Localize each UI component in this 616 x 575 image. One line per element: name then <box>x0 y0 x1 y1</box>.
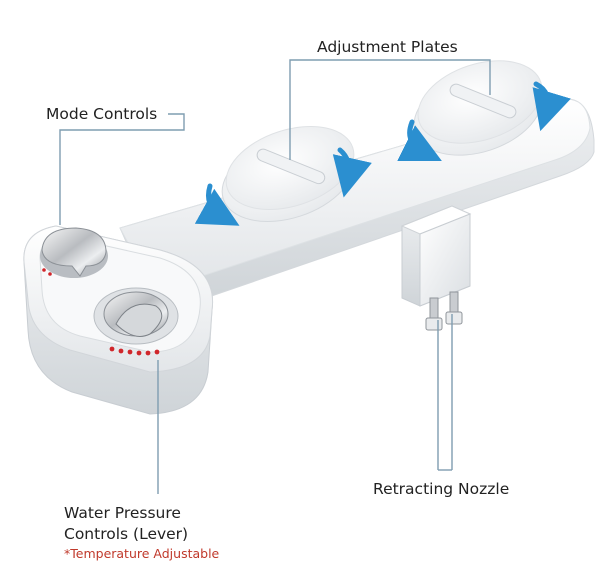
adjustment-plate-right <box>413 60 543 156</box>
retracting-nozzle-label: Retracting Nozzle <box>373 480 510 498</box>
adjustment-plate-left <box>221 126 355 222</box>
water-pressure-label-line1: Water Pressure <box>64 504 181 522</box>
pressure-lever <box>93 287 179 345</box>
retracting-nozzle <box>400 205 472 331</box>
temperature-note: *Temperature Adjustable <box>64 546 220 561</box>
adjustment-plates-label: Adjustment Plates <box>317 38 458 56</box>
pressure-indicator-dots <box>42 268 160 356</box>
mode-controls-label: Mode Controls <box>46 105 158 123</box>
mode-knob <box>40 227 108 278</box>
water-pressure-label-line2: Controls (Lever) <box>64 525 189 543</box>
callout-lines <box>59 59 491 494</box>
rotation-arrows <box>194 81 571 226</box>
